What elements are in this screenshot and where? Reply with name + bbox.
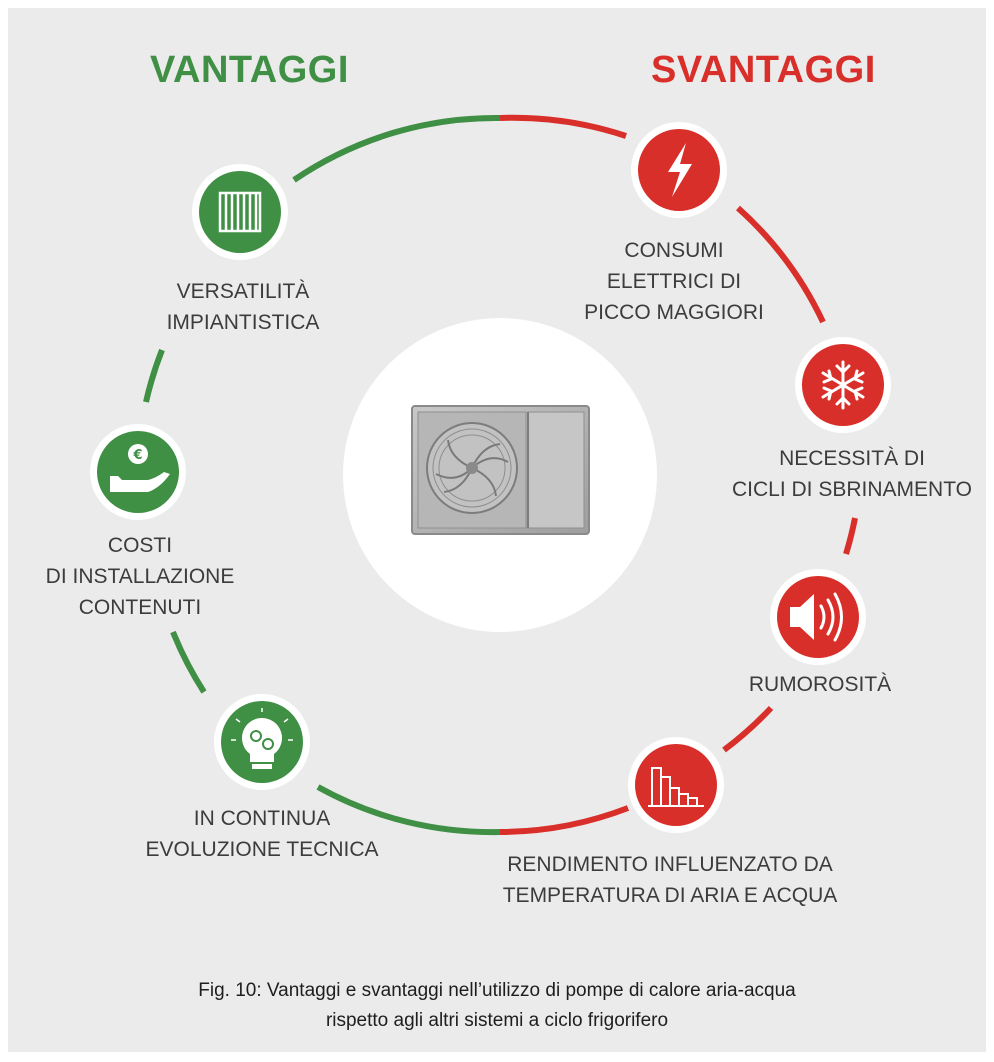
radiator-icon [218,191,262,233]
label-line: NECESSITÀ DI [779,447,925,470]
euro-hand-icon: € [110,444,170,492]
advantages-header: VANTAGGI [150,49,349,91]
ring-arc-disadvantages-right-lower [722,705,774,753]
label-line: TEMPERATURA DI ARIA E ACQUA [502,884,838,907]
snowflake-icon [821,360,865,410]
label-evoluzione: IN CONTINUA EVOLUZIONE TECNICA [142,803,382,865]
label-line: ELETTRICI DI [606,270,742,293]
lightbulb-gears-icon [231,708,293,769]
label-line: CONSUMI [624,239,724,262]
ring-arc-disadvantages-bottom [499,805,630,835]
figure-caption: Fig. 10: Vantaggi e svantaggi nell’utili… [0,976,994,1036]
ring-arc-disadvantages-top [499,114,627,139]
icon-circle-evoluzione [214,694,310,790]
ring [143,114,858,836]
label-line: RUMOROSITÀ [748,673,892,696]
label-line: IMPIANTISTICA [166,311,320,334]
label-line: VERSATILITÀ [176,280,310,303]
label-costi: COSTI DI INSTALLAZIONE CONTENUTI [30,530,250,623]
label-consumi: CONSUMI ELETTRICI DI PICCO MAGGIORI [574,235,774,328]
icon-circle-costi: € [90,424,186,520]
lightning-icon [668,143,692,197]
caption-line: rispetto agli altri sistemi a ciclo frig… [325,1010,669,1031]
icon-circle-consumi [631,122,727,218]
label-line: PICCO MAGGIORI [584,301,764,324]
ring-arc-advantages-top [292,114,501,183]
label-line: COSTI [107,534,173,557]
label-versatilita: VERSATILITÀ IMPIANTISTICA [143,276,343,338]
ring-arc-advantages-bottom [316,784,501,836]
ring-arc-disadvantages-right-middle [843,517,858,555]
label-sbrinamento: NECESSITÀ DI CICLI DI SBRINAMENTO [722,443,982,505]
label-line: EVOLUZIONE TECNICA [145,838,379,861]
icon-circle-versatilita [192,164,288,260]
label-line: CICLI DI SBRINAMENTO [732,478,972,501]
ring-arc-advantages-lower-left [170,630,207,694]
icon-circle-rumorosita [770,569,866,665]
label-line: CONTENUTI [78,596,202,619]
speaker-icon [790,592,843,642]
heat-pump-unit-icon [411,405,590,535]
caption-line: Fig. 10: Vantaggi e svantaggi nell’utili… [198,980,796,1001]
ring-arc-advantages-upper-left [143,348,165,403]
icon-circle-sbrinamento [795,337,891,433]
label-line: DI INSTALLAZIONE [45,565,235,588]
ring-arc-disadvantages-right-upper [735,205,826,324]
label-rendimento: RENDIMENTO INFLUENZATO DA TEMPERATURA DI… [500,849,840,911]
bar-chart-icon [648,767,704,807]
disadvantages-header: SVANTAGGI [651,49,876,91]
icon-circle-rendimento [628,737,724,833]
label-rumorosita: RUMOROSITÀ [730,669,910,700]
label-line: IN CONTINUA [193,807,331,830]
label-line: RENDIMENTO INFLUENZATO DA [507,853,833,876]
svg-text:€: € [132,448,142,463]
